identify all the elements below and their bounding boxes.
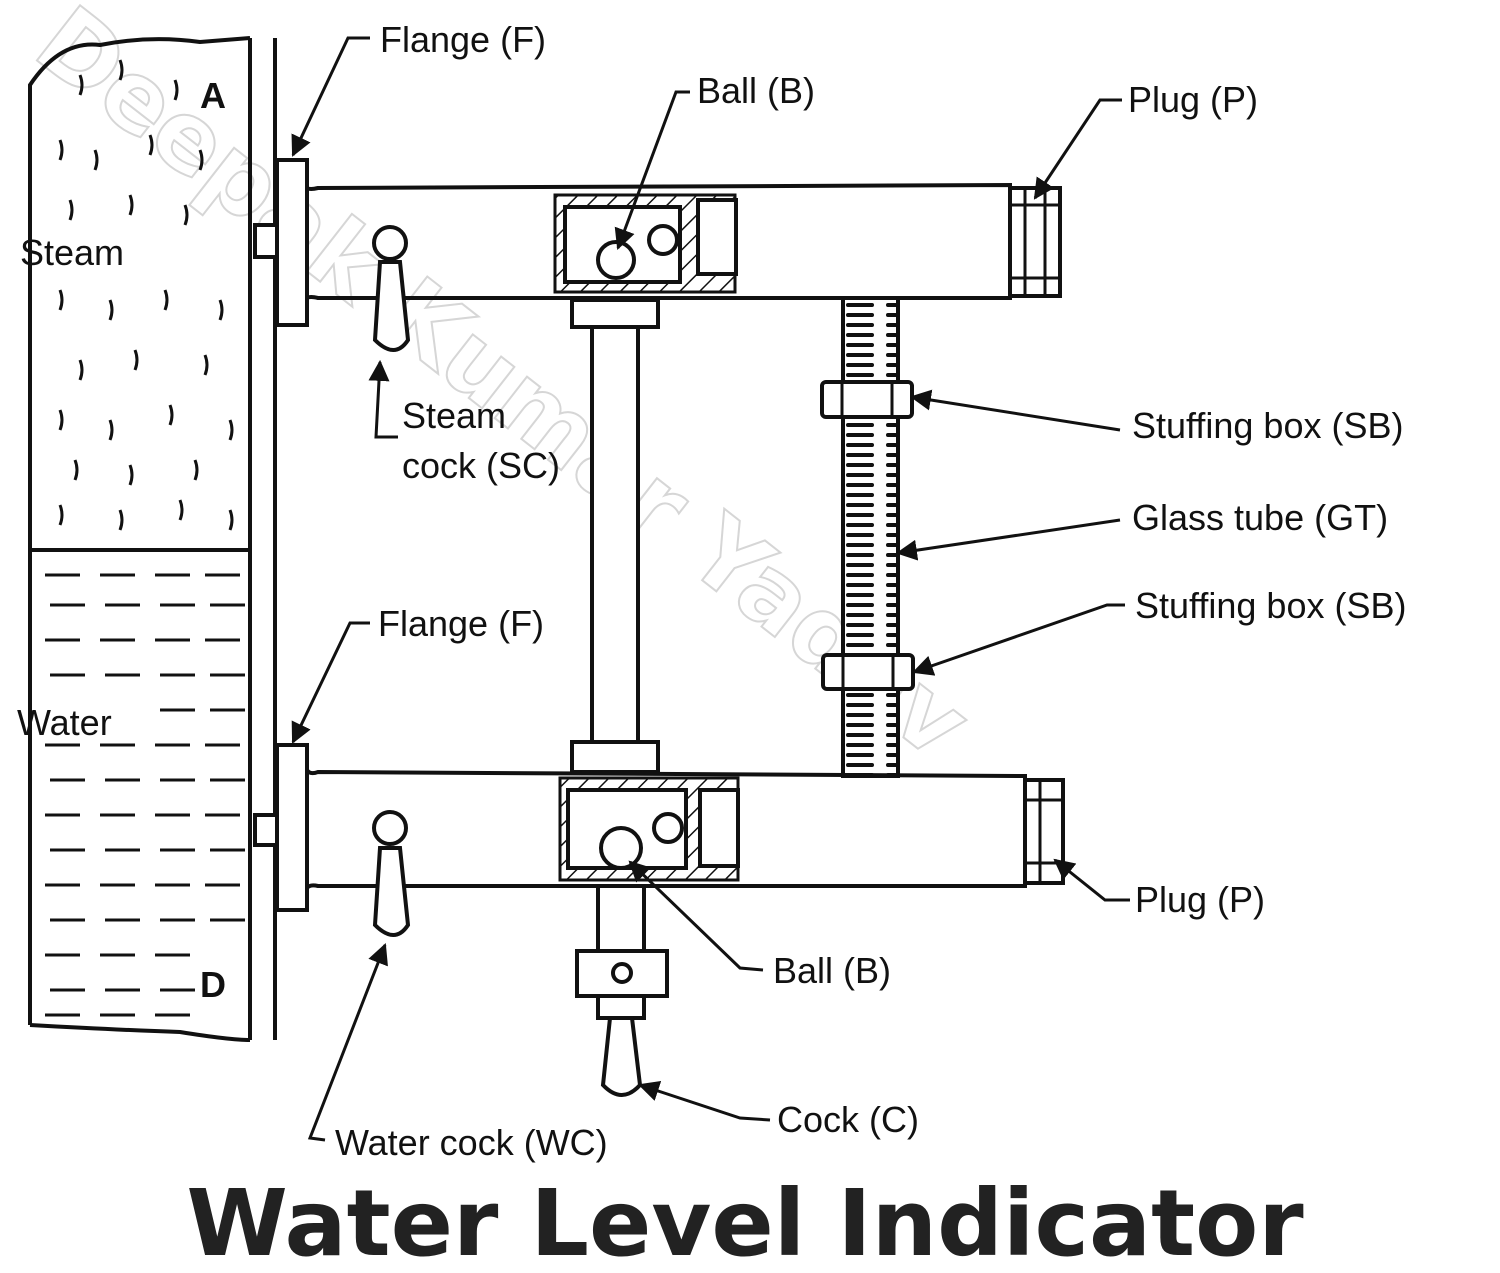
bottom-flange xyxy=(275,743,309,912)
label-stuffing-box-bottom: Stuffing box (SB) xyxy=(1135,585,1406,626)
top-flange xyxy=(275,158,309,327)
label-water: Water xyxy=(17,702,112,743)
label-steam: Steam xyxy=(20,232,124,273)
label-point-a: A xyxy=(200,75,226,116)
stuffing-box-bottom xyxy=(821,653,915,691)
label-ball-bottom: Ball (B) xyxy=(773,950,891,991)
stuffing-box-top xyxy=(820,380,914,419)
bottom-ball xyxy=(599,826,643,870)
steam-cock-knob xyxy=(372,225,408,261)
label-water-cock: Water cock (WC) xyxy=(335,1122,608,1163)
water-region xyxy=(45,573,245,1017)
label-steam-cock-line2: cock (SC) xyxy=(402,445,560,486)
diagram-title: Water Level Indicator xyxy=(186,1170,1304,1273)
label-plug-top: Plug (P) xyxy=(1128,79,1258,120)
label-plug-bottom: Plug (P) xyxy=(1135,879,1265,920)
label-point-d: D xyxy=(200,964,226,1005)
label-glass-tube: Glass tube (GT) xyxy=(1132,497,1388,538)
label-flange-top: Flange (F) xyxy=(380,19,546,60)
steam-region xyxy=(58,59,234,531)
center-tube xyxy=(570,298,660,774)
steam-cock xyxy=(372,260,411,352)
water-cock-knob xyxy=(372,810,408,846)
bottom-fitting xyxy=(253,743,1065,1097)
label-stuffing-box-top: Stuffing box (SB) xyxy=(1132,405,1403,446)
top-ball xyxy=(596,240,636,280)
label-ball-top: Ball (B) xyxy=(697,70,815,111)
label-steam-cock-line1: Steam xyxy=(402,395,506,436)
leader-lines xyxy=(291,36,1130,1142)
water-cock xyxy=(372,846,411,937)
drain-cock xyxy=(600,1016,643,1097)
label-flange-bottom: Flange (F) xyxy=(378,603,544,644)
label-cock: Cock (C) xyxy=(777,1099,919,1140)
bottom-plug xyxy=(1023,778,1065,885)
